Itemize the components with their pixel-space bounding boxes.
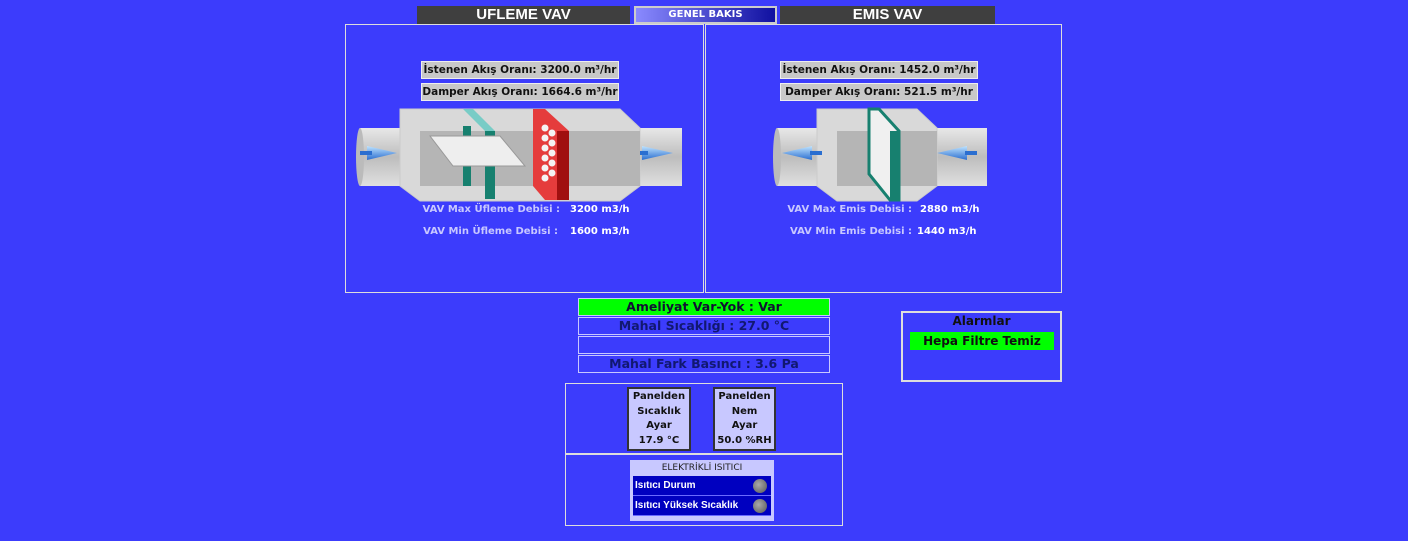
exhaust-damper-flow: Damper Akış Oranı: 521.5 m³/hr bbox=[780, 83, 978, 101]
supply-damper-flow: Damper Akış Oranı: 1664.6 m³/hr bbox=[421, 83, 619, 101]
heater-status-label: Isıtıcı Durum bbox=[635, 480, 696, 491]
tab-genel-bakis[interactable]: GENEL BAKIS bbox=[634, 6, 777, 24]
status-led-icon bbox=[753, 499, 767, 513]
exhaust-max-label: VAV Max Emis Debisi : bbox=[787, 204, 912, 215]
room-pressure-diff: Mahal Fark Basıncı : 3.6 Pa bbox=[578, 355, 830, 373]
supply-panel bbox=[345, 24, 704, 293]
setpoint-label: Panelden bbox=[718, 391, 771, 402]
setpoint-label: Ayar bbox=[646, 420, 672, 431]
alarm-item: Hepa Filtre Temiz bbox=[910, 332, 1054, 350]
heater-status-row: Isıtıcı Durum bbox=[633, 476, 771, 496]
setpoint-label: Nem bbox=[731, 405, 758, 417]
setpoint-panel bbox=[565, 383, 843, 454]
alarms-panel: Alarmlar Hepa Filtre Temiz bbox=[901, 311, 1062, 382]
room-temperature: Mahal Sıcaklığı : 27.0 °C bbox=[578, 317, 830, 335]
supply-min-label: VAV Min Üfleme Debisi : bbox=[423, 226, 558, 237]
heater-high-temp-row: Isıtıcı Yüksek Sıcaklık bbox=[633, 496, 771, 516]
heater-panel bbox=[565, 454, 843, 526]
exhaust-max-value: 2880 m3/h bbox=[920, 204, 980, 215]
airflow-arrow-icon bbox=[642, 146, 673, 160]
operation-status: Ameliyat Var-Yok : Var bbox=[578, 298, 830, 316]
supply-requested-flow: İstenen Akış Oranı: 3200.0 m³/hr bbox=[421, 61, 619, 79]
airflow-arrow-icon bbox=[937, 146, 967, 160]
exhaust-panel bbox=[705, 24, 1062, 293]
status-led-icon bbox=[753, 479, 767, 493]
supply-max-value: 3200 m3/h bbox=[570, 204, 630, 215]
empty-status bbox=[578, 336, 830, 354]
supply-min-value: 1600 m3/h bbox=[570, 226, 630, 237]
exhaust-vav-diagram bbox=[773, 107, 987, 202]
setpoint-label: Sıcaklık bbox=[637, 405, 681, 417]
setpoint-value: 17.9 °C bbox=[638, 434, 680, 446]
alarms-title: Alarmlar bbox=[952, 314, 1011, 328]
supply-max-label: VAV Max Üfleme Debisi : bbox=[422, 204, 561, 215]
heater-high-temp-label: Isıtıcı Yüksek Sıcaklık bbox=[635, 500, 739, 511]
setpoint-label: Panelden bbox=[632, 391, 686, 402]
supply-vav-diagram bbox=[356, 108, 682, 202]
tab-emis-vav[interactable]: EMIS VAV bbox=[780, 6, 995, 24]
tab-ufleme-vav[interactable]: UFLEME VAV bbox=[417, 6, 630, 24]
setpoint-label: Ayar bbox=[731, 420, 758, 431]
airflow-arrow-icon bbox=[782, 146, 812, 160]
exhaust-min-value: 1440 m3/h bbox=[917, 226, 977, 237]
heater-title: ELEKTRİKLİ ISITICI bbox=[661, 463, 743, 473]
electric-heater-box: ELEKTRİKLİ ISITICI Isıtıcı Durum Isıtıcı… bbox=[630, 460, 774, 521]
exhaust-min-label: VAV Min Emis Debisi : bbox=[790, 226, 912, 237]
airflow-arrow-icon bbox=[367, 146, 397, 160]
exhaust-requested-flow: İstenen Akış Oranı: 1452.0 m³/hr bbox=[780, 61, 978, 79]
setpoint-value: 50.0 %RH bbox=[717, 434, 772, 446]
